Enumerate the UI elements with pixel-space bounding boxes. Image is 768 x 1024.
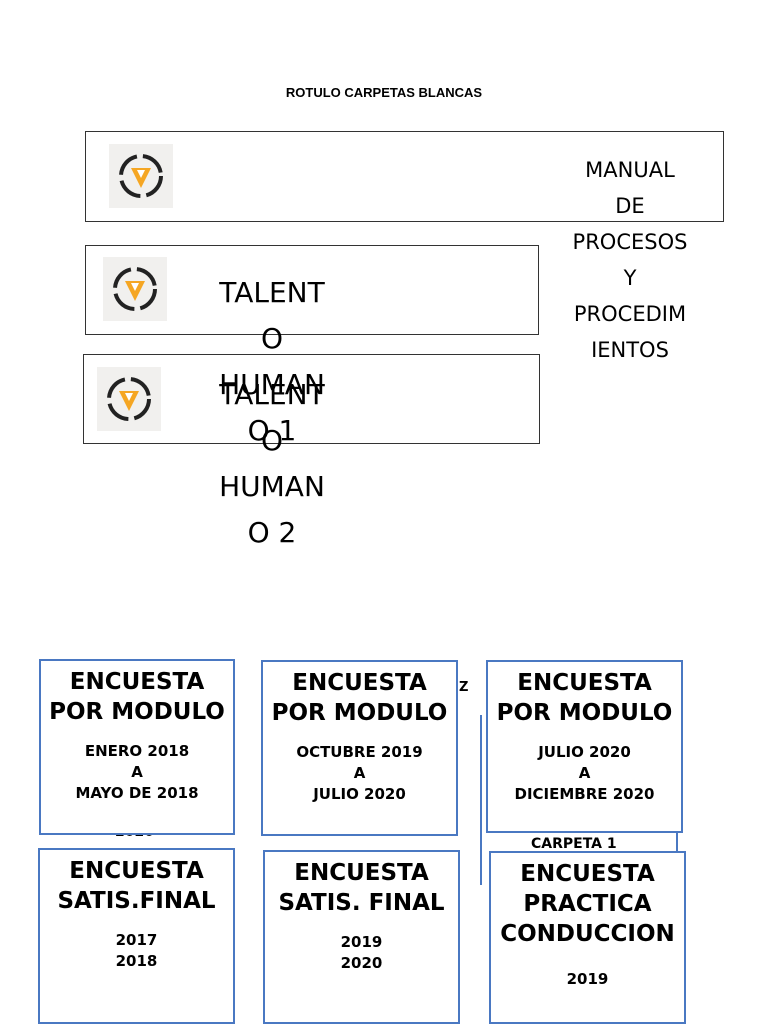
page-title: ROTULO CARPETAS BLANCAS (285, 85, 483, 100)
peek-z-text: Z (459, 680, 469, 695)
peek-carpeta-text: CARPETA 1 (531, 836, 617, 852)
logo-icon (97, 367, 161, 431)
folder-label-card: ENCUESTA POR MODULO JULIO 2020 A DICIEMB… (486, 660, 683, 833)
folder-label-card: ENCUESTA SATIS. FINAL 2019 2020 (263, 850, 460, 1024)
folder-label-card: ENCUESTA POR MODULO ENERO 2018 A MAYO DE… (39, 659, 235, 835)
card-subtitle: OCTUBRE 2019 A JULIO 2020 (296, 743, 423, 803)
logo-icon (109, 144, 173, 208)
label-box-talento-1 (85, 245, 539, 335)
divider-line (676, 830, 678, 855)
folder-label-card: ENCUESTA SATIS.FINAL 2017 2018 (38, 848, 235, 1024)
manual-label-text: MANUAL DE PROCESOS Y PROCEDIM IENTOS (572, 158, 688, 362)
card-title: ENCUESTA POR MODULO (496, 670, 673, 726)
label-box-talento-2 (83, 354, 540, 444)
card-title: ENCUESTA SATIS.FINAL (57, 858, 216, 914)
card-title: ENCUESTA SATIS. FINAL (278, 860, 445, 916)
card-title: ENCUESTA POR MODULO (271, 670, 448, 726)
card-subtitle: ENERO 2018 A MAYO DE 2018 (75, 742, 199, 802)
card-subtitle: 2019 (566, 970, 609, 988)
label-box-manual (85, 131, 724, 222)
logo-icon (103, 257, 167, 321)
card-subtitle: JULIO 2020 A DICIEMBRE 2020 (514, 743, 655, 803)
card-subtitle: 2017 2018 (115, 931, 158, 970)
divider-line (480, 715, 482, 885)
folder-label-card: ENCUESTA PRACTICA CONDUCCION 2019 (489, 851, 686, 1024)
talento-1-label-text: TALENT O HUMAN O 1 (219, 276, 325, 447)
card-subtitle: 2019 2020 (340, 933, 383, 972)
folder-label-card: ENCUESTA POR MODULO OCTUBRE 2019 A JULIO… (261, 660, 458, 836)
talento-2-label-text: TALENT O HUMAN O 2 (219, 378, 325, 549)
card-title: ENCUESTA PRACTICA CONDUCCION (500, 861, 675, 947)
card-title: ENCUESTA POR MODULO (49, 669, 225, 725)
